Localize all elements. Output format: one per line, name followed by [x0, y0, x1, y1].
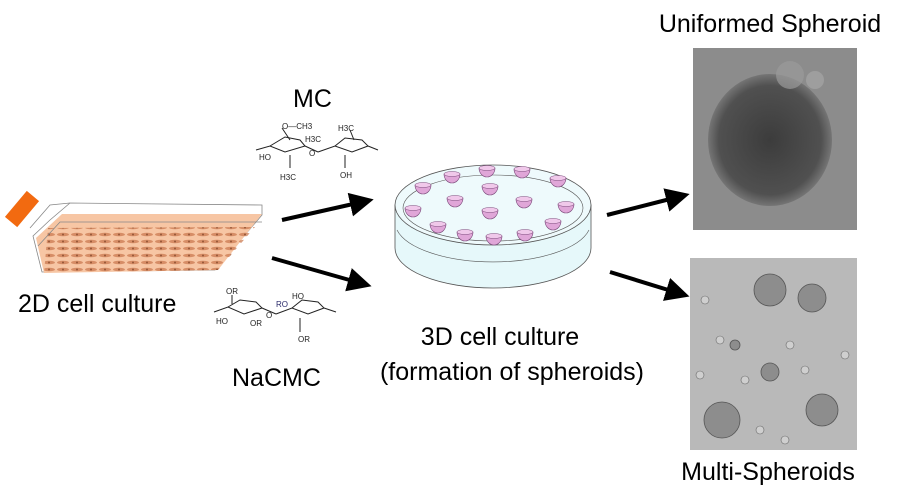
microwell-cup-rim: [515, 196, 533, 202]
arrow-nacmc-to-3d: [271, 256, 372, 292]
microwell-cup-rim: [404, 205, 422, 211]
microwell-cup-rim: [481, 207, 499, 213]
nacmc-group-label: OR: [298, 335, 310, 344]
microwell-cups: [404, 165, 575, 246]
microwell-cup-rim: [414, 182, 432, 188]
microwell-cup-rim: [485, 233, 503, 239]
nacmc-structure: [213, 295, 337, 332]
microwell-cup-rim: [481, 183, 499, 189]
uniformed-spheroid-image: [693, 48, 857, 230]
multi-spheroids-image: [690, 258, 857, 450]
culture-flask: [4, 190, 263, 273]
mc-group-label: OH: [340, 171, 352, 180]
mc-group-label: H3C: [305, 135, 321, 144]
petri-dish: [394, 164, 592, 289]
nacmc-group-label: RO: [276, 300, 288, 309]
microwell-cup-rim: [513, 166, 531, 172]
arrow-mc-to-3d: [281, 192, 374, 222]
label-2d-culture: 2D cell culture: [18, 290, 176, 318]
nacmc-group-label: HO: [216, 317, 228, 326]
nacmc-group-label: HO: [292, 292, 304, 301]
label-3d-culture-sub: (formation of spheroids): [380, 358, 644, 386]
arrow-to-multi: [609, 270, 690, 301]
microwell-cup-rim: [557, 201, 575, 207]
microwell-cup-rim: [429, 221, 447, 227]
label-mc: MC: [293, 85, 332, 113]
mc-group-label: H3C: [280, 173, 296, 182]
microwell-cup-rim: [544, 218, 562, 224]
microwell-cup-rim: [446, 195, 464, 201]
microwell-cup-rim: [456, 229, 474, 235]
mc-group-label: O—CH3: [282, 122, 313, 131]
label-3d-culture: 3D cell culture: [421, 323, 579, 351]
label-nacmc: NaCMC: [232, 364, 321, 392]
nacmc-group-label: OR: [226, 287, 238, 296]
mc-group-label: O: [309, 149, 315, 158]
mc-group-label: HO: [259, 153, 271, 162]
microwell-cup-rim: [478, 165, 496, 171]
microwell-cup-rim: [549, 175, 567, 181]
nacmc-group-label: OR: [250, 319, 262, 328]
label-multi-spheroids: Multi-Spheroids: [681, 458, 855, 486]
arrow-to-uniformed: [606, 188, 690, 217]
microwell-cup-rim: [443, 171, 461, 177]
nacmc-group-label: O: [266, 311, 272, 320]
mc-structure: [255, 127, 379, 168]
microwell-cup-rim: [516, 229, 534, 235]
label-uniformed-spheroid: Uniformed Spheroid: [659, 10, 881, 38]
mc-group-label: H3C: [338, 124, 354, 133]
flask-cap: [4, 190, 40, 228]
